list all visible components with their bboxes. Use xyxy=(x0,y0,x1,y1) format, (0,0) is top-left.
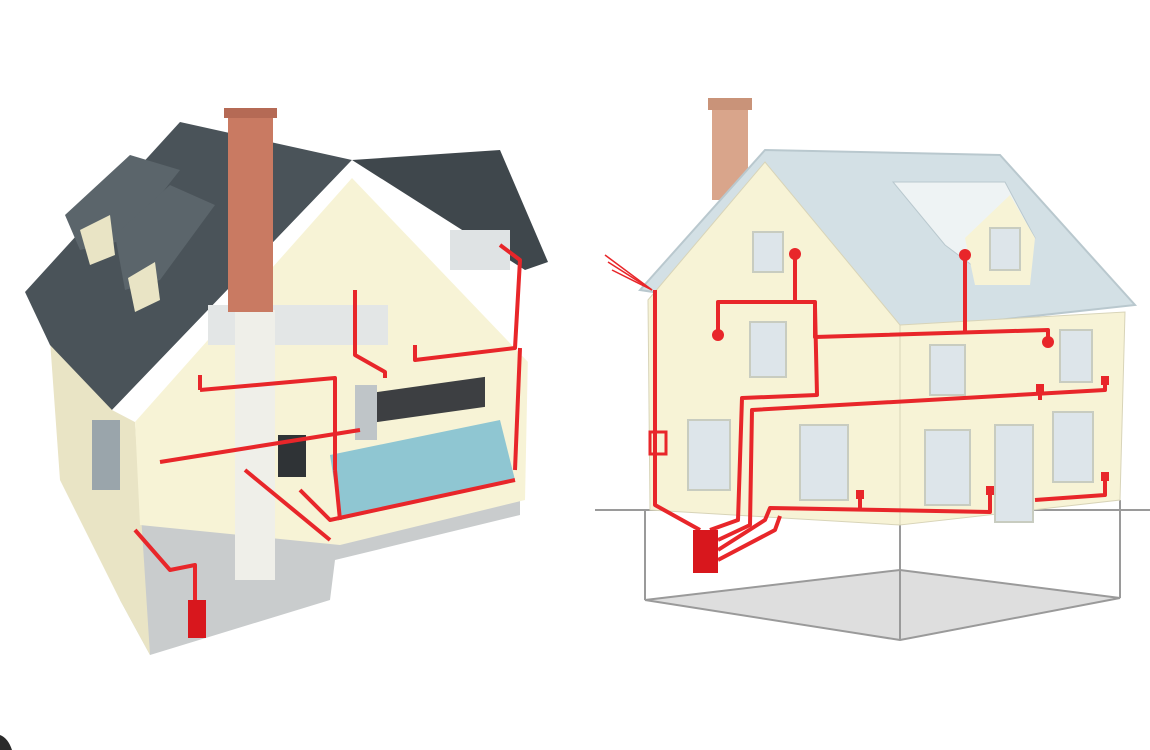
right-house-exterior xyxy=(595,98,1150,642)
window xyxy=(749,321,787,378)
light-fixture-icon xyxy=(712,329,724,341)
window xyxy=(1059,329,1093,383)
outlet-icon xyxy=(1101,376,1109,385)
left-house-attic-window xyxy=(450,230,510,270)
left-house-chimney-cap xyxy=(224,108,277,118)
right-house-windows xyxy=(687,227,1094,506)
outlet-icon xyxy=(1101,472,1109,481)
left-house-electrical-panel xyxy=(188,600,206,638)
window xyxy=(752,231,784,273)
light-fixture-icon xyxy=(959,249,971,261)
right-house-electrical-panel xyxy=(693,530,718,573)
window xyxy=(929,344,966,396)
left-house-kitchen-floor xyxy=(330,420,515,520)
light-fixture-icon xyxy=(789,248,801,260)
left-house-gable-trim xyxy=(112,160,540,422)
left-house-foundation xyxy=(120,500,520,655)
left-house-cutaway xyxy=(25,108,548,655)
left-house-kitchen-counter xyxy=(365,376,485,424)
right-house-outlets xyxy=(712,248,1109,499)
window xyxy=(924,429,971,506)
left-house-dormer-window-1 xyxy=(80,215,115,265)
right-house-wiring xyxy=(653,255,1107,562)
service-drop-wires xyxy=(604,254,653,291)
left-house-wiring xyxy=(133,243,522,600)
window xyxy=(687,419,731,491)
right-house-basement-floor xyxy=(644,568,1121,642)
left-house-side-wall xyxy=(50,340,150,655)
left-house-refrigerator xyxy=(355,385,377,440)
corner-shape xyxy=(0,735,12,750)
left-house-dormer-2 xyxy=(115,185,215,290)
meter-box xyxy=(648,430,668,456)
left-house-chimney xyxy=(228,112,273,312)
light-fixture-icon xyxy=(1042,336,1054,348)
right-house-chimney-cap xyxy=(708,98,752,110)
outlet-icon xyxy=(856,490,864,499)
window xyxy=(799,424,849,501)
outlet-icon xyxy=(986,486,994,495)
outlet-icon xyxy=(1036,384,1044,393)
right-house-door xyxy=(994,424,1034,523)
window xyxy=(989,227,1021,271)
left-house-side-window xyxy=(92,420,120,490)
left-house-dormer-window-2 xyxy=(128,262,160,312)
window xyxy=(1052,411,1094,483)
